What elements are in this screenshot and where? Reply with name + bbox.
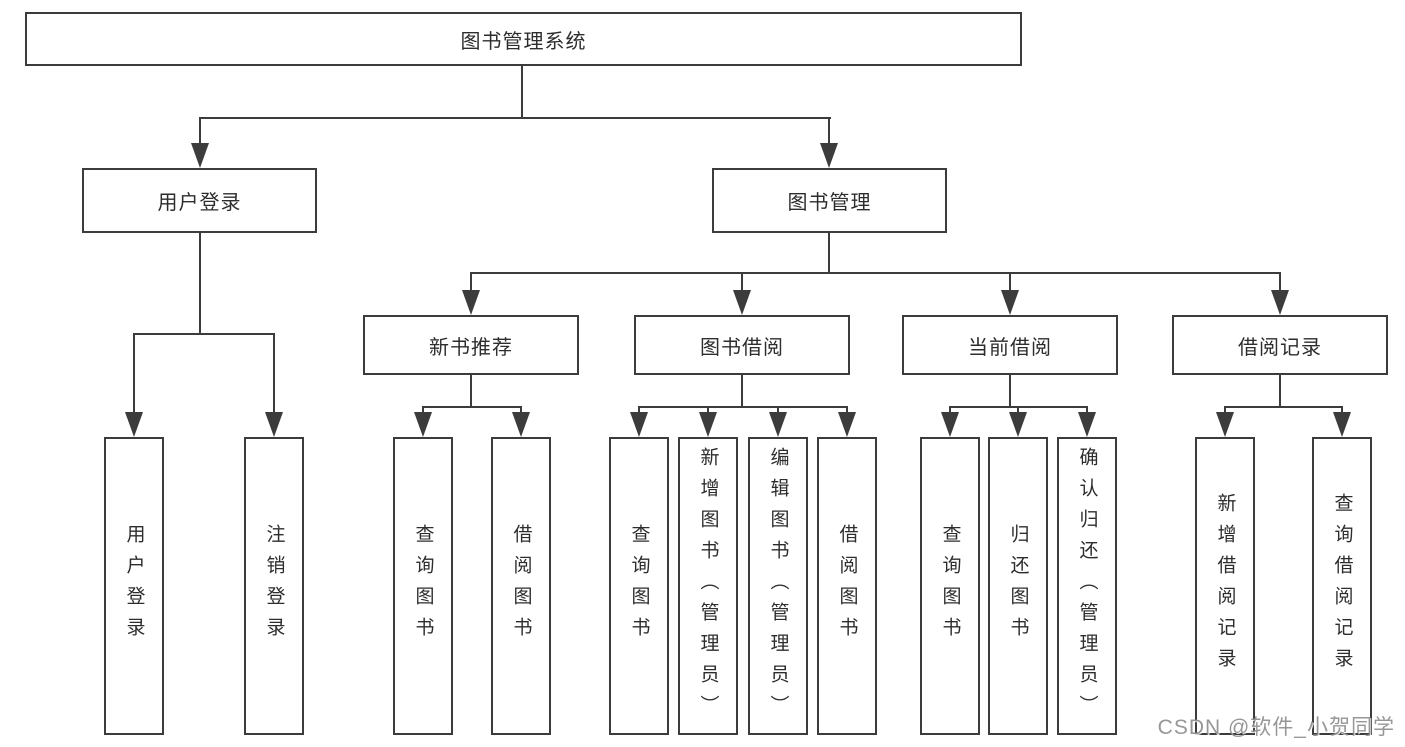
leaf-label: 确认归还（管理员） bbox=[1076, 446, 1098, 726]
leaf-label: 查询图书 bbox=[939, 524, 961, 648]
node-root-library-system: 图书管理系统 bbox=[25, 12, 1022, 66]
connector-line bbox=[828, 117, 830, 145]
connector-line bbox=[273, 333, 275, 413]
connector-line bbox=[741, 272, 743, 292]
connector-line bbox=[1279, 272, 1281, 292]
connector-line bbox=[470, 375, 472, 408]
node-borrowing-records: 借阅记录 bbox=[1172, 315, 1388, 375]
arrow-down-icon bbox=[820, 143, 838, 168]
connector-line bbox=[521, 66, 523, 118]
node-label: 用户登录 bbox=[157, 192, 242, 214]
node-label: 图书管理系统 bbox=[460, 30, 587, 53]
arrow-down-icon bbox=[1001, 290, 1019, 315]
arrow-down-icon bbox=[1333, 412, 1351, 437]
node-current-borrowing: 当前借阅 bbox=[902, 315, 1118, 375]
leaf-label: 查询图书 bbox=[628, 524, 650, 648]
arrow-down-icon bbox=[462, 290, 480, 315]
arrow-down-icon bbox=[1009, 412, 1027, 437]
leaf-label: 归还图书 bbox=[1007, 524, 1029, 648]
connector-line bbox=[1009, 272, 1011, 292]
connector-line bbox=[470, 272, 472, 292]
arrow-down-icon bbox=[941, 412, 959, 437]
arrow-down-icon bbox=[265, 412, 283, 437]
connector-line bbox=[1279, 375, 1281, 408]
connector-line bbox=[638, 406, 640, 414]
leaf-add-book-admin: 新增图书（管理员） bbox=[678, 437, 738, 735]
connector-line bbox=[470, 272, 1281, 274]
node-user-login: 用户登录 bbox=[82, 168, 317, 233]
leaf-query-book-current: 查询图书 bbox=[920, 437, 980, 735]
connector-line bbox=[133, 333, 275, 335]
connector-line bbox=[1341, 406, 1343, 414]
connector-line bbox=[1017, 406, 1019, 414]
connector-line bbox=[707, 406, 709, 414]
leaf-label: 编辑图书（管理员） bbox=[767, 446, 789, 726]
leaf-borrow-book-recommend: 借阅图书 bbox=[491, 437, 551, 735]
arrow-down-icon bbox=[414, 412, 432, 437]
leaf-logout: 注销登录 bbox=[244, 437, 304, 735]
node-book-borrowing: 图书借阅 bbox=[634, 315, 850, 375]
csdn-watermark: CSDN @软件_小贺同学 bbox=[1157, 716, 1395, 739]
arrow-down-icon bbox=[1271, 290, 1289, 315]
leaf-user-login: 用户登录 bbox=[104, 437, 164, 735]
leaf-label: 新增借阅记录 bbox=[1214, 493, 1236, 679]
connector-line bbox=[422, 406, 522, 408]
node-label: 新书推荐 bbox=[429, 336, 513, 359]
connector-line bbox=[520, 406, 522, 414]
leaf-label: 注销登录 bbox=[263, 524, 285, 648]
leaf-edit-book-admin: 编辑图书（管理员） bbox=[748, 437, 808, 735]
arrow-down-icon bbox=[838, 412, 856, 437]
connector-line bbox=[638, 406, 848, 408]
leaf-label: 用户登录 bbox=[123, 524, 145, 648]
leaf-label: 借阅图书 bbox=[836, 524, 858, 648]
connector-line bbox=[777, 406, 779, 414]
connector-line bbox=[199, 233, 201, 335]
connector-line bbox=[828, 233, 830, 273]
connector-line bbox=[199, 117, 831, 119]
leaf-label: 查询借阅记录 bbox=[1331, 493, 1353, 679]
node-new-book-recommend: 新书推荐 bbox=[363, 315, 579, 375]
arrow-down-icon bbox=[699, 412, 717, 437]
leaf-return-book: 归还图书 bbox=[988, 437, 1048, 735]
connector-line bbox=[199, 117, 201, 145]
connector-line bbox=[741, 375, 743, 408]
arrow-down-icon bbox=[769, 412, 787, 437]
leaf-query-book-recommend: 查询图书 bbox=[393, 437, 453, 735]
connector-line bbox=[1224, 406, 1343, 408]
connector-line bbox=[422, 406, 424, 414]
arrow-down-icon bbox=[733, 290, 751, 315]
leaf-add-borrow-record: 新增借阅记录 bbox=[1195, 437, 1255, 735]
node-label: 图书管理 bbox=[787, 192, 872, 214]
arrow-down-icon bbox=[1078, 412, 1096, 437]
leaf-query-borrow-record: 查询借阅记录 bbox=[1312, 437, 1372, 735]
leaf-label: 新增图书（管理员） bbox=[697, 446, 719, 726]
node-label: 图书借阅 bbox=[700, 336, 784, 359]
connector-line bbox=[1224, 406, 1226, 414]
connector-line bbox=[949, 406, 951, 414]
leaf-label: 借阅图书 bbox=[510, 524, 532, 648]
arrow-down-icon bbox=[191, 143, 209, 168]
leaf-label: 查询图书 bbox=[412, 524, 434, 648]
node-label: 当前借阅 bbox=[968, 336, 1052, 359]
connector-line bbox=[1009, 375, 1011, 408]
connector-line bbox=[1086, 406, 1088, 414]
node-book-management: 图书管理 bbox=[712, 168, 947, 233]
leaf-confirm-return-admin: 确认归还（管理员） bbox=[1057, 437, 1117, 735]
connector-line bbox=[846, 406, 848, 414]
leaf-query-book-borrowing: 查询图书 bbox=[609, 437, 669, 735]
connector-line bbox=[133, 333, 135, 413]
leaf-borrow-book: 借阅图书 bbox=[817, 437, 877, 735]
arrow-down-icon bbox=[630, 412, 648, 437]
arrow-down-icon bbox=[512, 412, 530, 437]
arrow-down-icon bbox=[1216, 412, 1234, 437]
arrow-down-icon bbox=[125, 412, 143, 437]
node-label: 借阅记录 bbox=[1238, 336, 1322, 359]
